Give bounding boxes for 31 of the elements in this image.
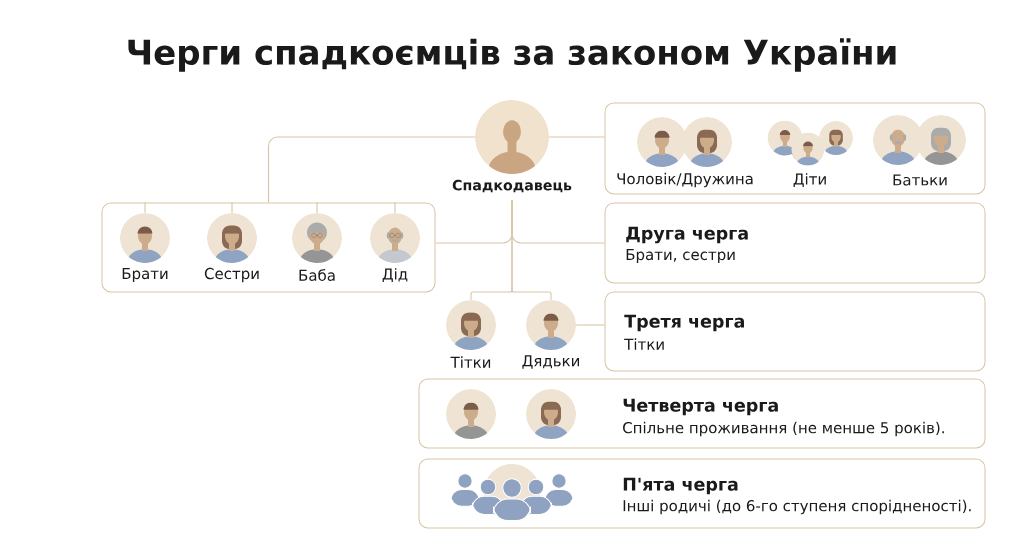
connector-line xyxy=(267,136,476,204)
node-label: Батьки xyxy=(893,174,947,186)
connector-line xyxy=(511,199,552,301)
info-card xyxy=(604,291,986,372)
heading: Третя черга xyxy=(624,314,744,332)
connector-line xyxy=(575,324,606,326)
heading: П'ята черга xyxy=(623,477,738,495)
description: Брати, сестри xyxy=(626,249,735,264)
rounded-box xyxy=(604,102,986,195)
connector-line xyxy=(316,201,318,214)
info-card xyxy=(604,202,986,284)
node-label: Баба xyxy=(299,269,335,281)
connector-line xyxy=(394,201,396,214)
connector-line xyxy=(231,201,233,214)
heading: Четверта черга xyxy=(623,398,778,416)
heading: Друга черга xyxy=(626,226,748,244)
node-label: Чоловік/Дружина xyxy=(617,172,753,188)
node-label: Діти xyxy=(793,173,826,187)
connector-line xyxy=(144,201,146,214)
title: Черги спадкоємців за законом України xyxy=(128,38,896,72)
description: Тітки xyxy=(624,338,664,350)
node-label: Тітки xyxy=(450,356,491,368)
node-label: Спадкодавець xyxy=(452,179,572,193)
description: Спільне проживання (не менше 5 років). xyxy=(623,421,944,437)
node-label: Дядьки xyxy=(522,355,579,369)
node-label: Дід xyxy=(382,268,408,282)
description: Інші родичі (до 6-го ступеня спорідненості). xyxy=(623,499,971,515)
connector-line xyxy=(548,136,606,138)
rounded-box xyxy=(101,202,436,293)
node-label: Сестри xyxy=(204,267,259,283)
node-label: Брати xyxy=(122,268,168,283)
